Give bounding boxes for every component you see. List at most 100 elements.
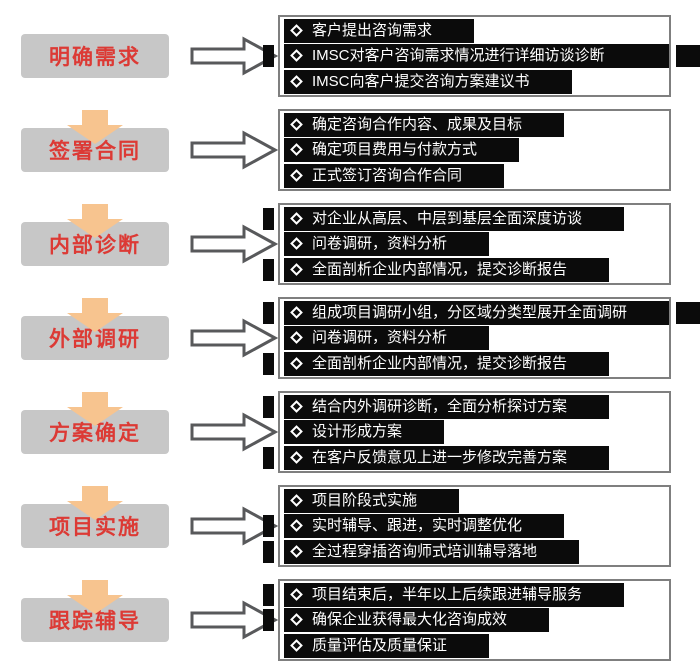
down-block-arrow-icon xyxy=(0,580,190,614)
detail-item: 项目结束后，半年以上后续跟进辅导服务 xyxy=(263,582,669,607)
diamond-bullet-icon xyxy=(290,168,303,182)
diamond-bullet-icon xyxy=(290,356,303,370)
detail-item-text: IMSC向客户提交咨询方案建议书 xyxy=(312,72,530,90)
step-label-cell: 明确需求 xyxy=(0,34,190,144)
detail-box: 结合内外调研诊断，全面分析探讨方案 设计形成方案 在客户反馈意见上进一步修改完善… xyxy=(263,391,671,473)
right-block-arrow-icon xyxy=(190,412,278,452)
process-step-section: 明确需求 客户提出咨询需求 IMSC对客户咨询需求情况进行详细访谈诊断 IMSC… xyxy=(0,9,700,144)
right-block-arrow-icon xyxy=(190,36,278,76)
diamond-bullet-icon xyxy=(290,23,303,37)
diamond-bullet-icon xyxy=(290,305,303,319)
detail-item-text: 实时辅导、跟进，实时调整优化 xyxy=(312,517,523,534)
right-block-arrow-icon xyxy=(190,224,278,264)
step-label: 外部调研 xyxy=(49,328,141,351)
diamond-bullet-icon xyxy=(290,425,303,438)
detail-item: 实时辅导、跟进，实时调整优化 xyxy=(263,514,669,538)
diamond-bullet-icon xyxy=(290,450,303,464)
step-box: 外部调研 xyxy=(21,316,169,360)
process-step-section: 外部调研 组成项目调研小组，分区域分类型展开全面调研 问卷调研，资料分析 全面剖… xyxy=(0,291,700,426)
down-block-arrow-icon xyxy=(0,204,190,238)
detail-item: 设计形成方案 xyxy=(284,420,669,444)
diamond-bullet-icon xyxy=(290,211,303,225)
detail-item: 组成项目调研小组，分区域分类型展开全面调研 xyxy=(263,300,700,325)
step-label: 内部诊断 xyxy=(49,234,141,257)
detail-item-text: 质量评估及质量保证 xyxy=(312,636,448,654)
step-label-cell: 项目实施 xyxy=(0,504,190,614)
detail-item-text: 结合内外调研诊断，全面分析探讨方案 xyxy=(312,397,568,415)
diamond-bullet-icon xyxy=(290,399,303,413)
detail-item: 客户提出咨询需求 xyxy=(284,18,669,43)
diamond-bullet-icon xyxy=(290,262,303,276)
detail-item: 对企业从高层、中层到基层全面深度访谈 xyxy=(263,206,669,231)
detail-item-text: 客户提出咨询需求 xyxy=(312,21,433,39)
diamond-bullet-icon xyxy=(290,331,303,344)
detail-item-text: 问卷调研，资料分析 xyxy=(312,235,448,252)
detail-item-text: 确保企业获得最大化咨询成效 xyxy=(312,611,508,628)
detail-item: IMSC对客户咨询需求情况进行详细访谈诊断 xyxy=(263,44,700,68)
detail-item: 质量评估及质量保证 xyxy=(284,633,669,658)
step-box: 项目实施 xyxy=(21,504,169,548)
right-block-arrow-icon xyxy=(190,130,278,170)
detail-item: 项目阶段式实施 xyxy=(284,488,669,513)
detail-item-text: 在客户反馈意见上进一步修改完善方案 xyxy=(312,448,568,466)
detail-item-text: 确定咨询合作内容、成果及目标 xyxy=(312,115,523,133)
detail-item: 确保企业获得最大化咨询成效 xyxy=(263,608,669,632)
diamond-bullet-icon xyxy=(290,638,303,652)
step-label: 签署合同 xyxy=(49,140,141,163)
diamond-bullet-icon xyxy=(290,237,303,250)
detail-item-text: 全面剖析企业内部情况，提交诊断报告 xyxy=(312,354,568,372)
detail-item: 正式签订咨询合作合同 xyxy=(284,163,669,188)
process-step-section: 内部诊断 对企业从高层、中层到基层全面深度访谈 问卷调研，资料分析 全面剖析企业… xyxy=(0,197,700,332)
detail-box: 组成项目调研小组，分区域分类型展开全面调研 问卷调研，资料分析 全面剖析企业内部… xyxy=(263,297,700,379)
diamond-bullet-icon xyxy=(290,143,303,156)
detail-item: 确定项目费用与付款方式 xyxy=(284,138,669,162)
detail-item: 全面剖析企业内部情况，提交诊断报告 xyxy=(263,351,669,376)
detail-item: 全面剖析企业内部情况，提交诊断报告 xyxy=(263,257,669,282)
step-label: 项目实施 xyxy=(49,516,141,539)
detail-item-text: 项目结束后，半年以上后续跟进辅导服务 xyxy=(312,585,583,603)
detail-item-text: 确定项目费用与付款方式 xyxy=(312,141,478,158)
detail-item: 结合内外调研诊断，全面分析探讨方案 xyxy=(263,394,669,419)
right-block-arrow-icon xyxy=(190,318,278,358)
right-block-arrow-icon xyxy=(190,600,278,640)
process-step-section: 签署合同 确定咨询合作内容、成果及目标 确定项目费用与付款方式 正式签订咨询合作… xyxy=(0,103,700,238)
detail-item-text: 组成项目调研小组，分区域分类型展开全面调研 xyxy=(312,303,628,321)
diamond-bullet-icon xyxy=(290,613,303,626)
down-block-arrow-icon xyxy=(0,298,190,332)
detail-item-text: 设计形成方案 xyxy=(312,423,403,440)
detail-item-text: 问卷调研，资料分析 xyxy=(312,329,448,346)
detail-item: IMSC向客户提交咨询方案建议书 xyxy=(284,69,669,94)
detail-box: 对企业从高层、中层到基层全面深度访谈 问卷调研，资料分析 全面剖析企业内部情况，… xyxy=(263,203,671,285)
diamond-bullet-icon xyxy=(290,117,303,131)
detail-item-text: 对企业从高层、中层到基层全面深度访谈 xyxy=(312,209,583,227)
detail-item-text: 项目阶段式实施 xyxy=(312,491,418,509)
detail-box: 项目阶段式实施 实时辅导、跟进，实时调整优化 全过程穿插咨询师式培训辅导落地 xyxy=(263,485,671,567)
detail-item-text: 全过程穿插咨询师式培训辅导落地 xyxy=(312,542,538,560)
detail-box: 项目结束后，半年以上后续跟进辅导服务 确保企业获得最大化咨询成效 质量评估及质量… xyxy=(263,579,671,661)
detail-item-text: IMSC对客户咨询需求情况进行详细访谈诊断 xyxy=(312,47,605,64)
right-block-arrow-icon xyxy=(190,506,278,546)
diamond-bullet-icon xyxy=(290,74,303,88)
diamond-bullet-icon xyxy=(290,544,303,558)
detail-item: 全过程穿插咨询师式培训辅导落地 xyxy=(263,539,669,564)
down-block-arrow-icon xyxy=(0,486,190,520)
step-box: 明确需求 xyxy=(21,34,169,78)
detail-item: 在客户反馈意见上进一步修改完善方案 xyxy=(263,445,669,470)
detail-box: 确定咨询合作内容、成果及目标 确定项目费用与付款方式 正式签订咨询合作合同 xyxy=(278,109,671,191)
detail-item-text: 正式签订咨询合作合同 xyxy=(312,166,463,184)
step-label: 方案确定 xyxy=(49,422,141,445)
diamond-bullet-icon xyxy=(290,519,303,532)
detail-item: 确定咨询合作内容、成果及目标 xyxy=(284,112,669,137)
step-label: 跟踪辅导 xyxy=(49,610,141,633)
process-step-section: 方案确定 结合内外调研诊断，全面分析探讨方案 设计形成方案 在客户反馈意见上进一… xyxy=(0,385,700,520)
detail-box: 客户提出咨询需求 IMSC对客户咨询需求情况进行详细访谈诊断 IMSC向客户提交… xyxy=(263,15,700,97)
diamond-bullet-icon xyxy=(290,49,303,62)
step-label: 明确需求 xyxy=(49,46,141,69)
down-block-arrow-icon xyxy=(0,110,190,144)
detail-item-text: 全面剖析企业内部情况，提交诊断报告 xyxy=(312,260,568,278)
detail-item: 问卷调研，资料分析 xyxy=(284,232,669,256)
step-label-cell: 外部调研 xyxy=(0,316,190,426)
diamond-bullet-icon xyxy=(290,493,303,507)
detail-item: 问卷调研，资料分析 xyxy=(284,326,669,350)
